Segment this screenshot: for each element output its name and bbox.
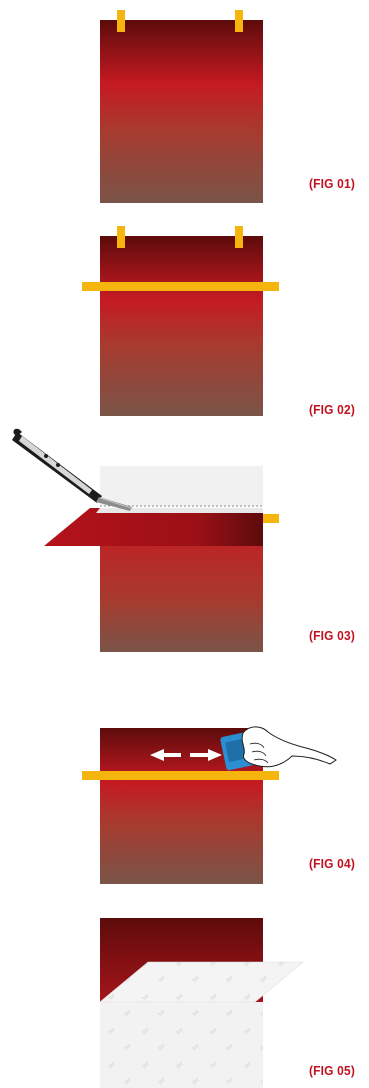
fig-03-drawing (12, 429, 279, 652)
hinge-tape (82, 282, 279, 291)
figure-label: (FIG 01) (309, 176, 355, 191)
fig-01-drawing (100, 10, 263, 203)
tape-strip (235, 226, 243, 248)
fig-04-drawing (82, 727, 336, 884)
tape-strip (117, 226, 125, 248)
vinyl-sheet (100, 20, 263, 203)
fig-05-drawing (100, 918, 303, 1088)
vinyl-sheet (100, 236, 263, 416)
tape-strip (117, 10, 125, 32)
folded-flap (44, 508, 263, 546)
hinge-tape (82, 771, 279, 780)
figure-label: (FIG 02) (309, 402, 355, 417)
backing-liner (100, 466, 263, 506)
figure-label: (FIG 04) (309, 856, 355, 871)
figure-label: (FIG 05) (309, 1063, 355, 1078)
hand-icon (242, 727, 336, 767)
fig-02-drawing (82, 226, 279, 416)
figure-label: (FIG 03) (309, 628, 355, 643)
tape-strip (235, 10, 243, 32)
